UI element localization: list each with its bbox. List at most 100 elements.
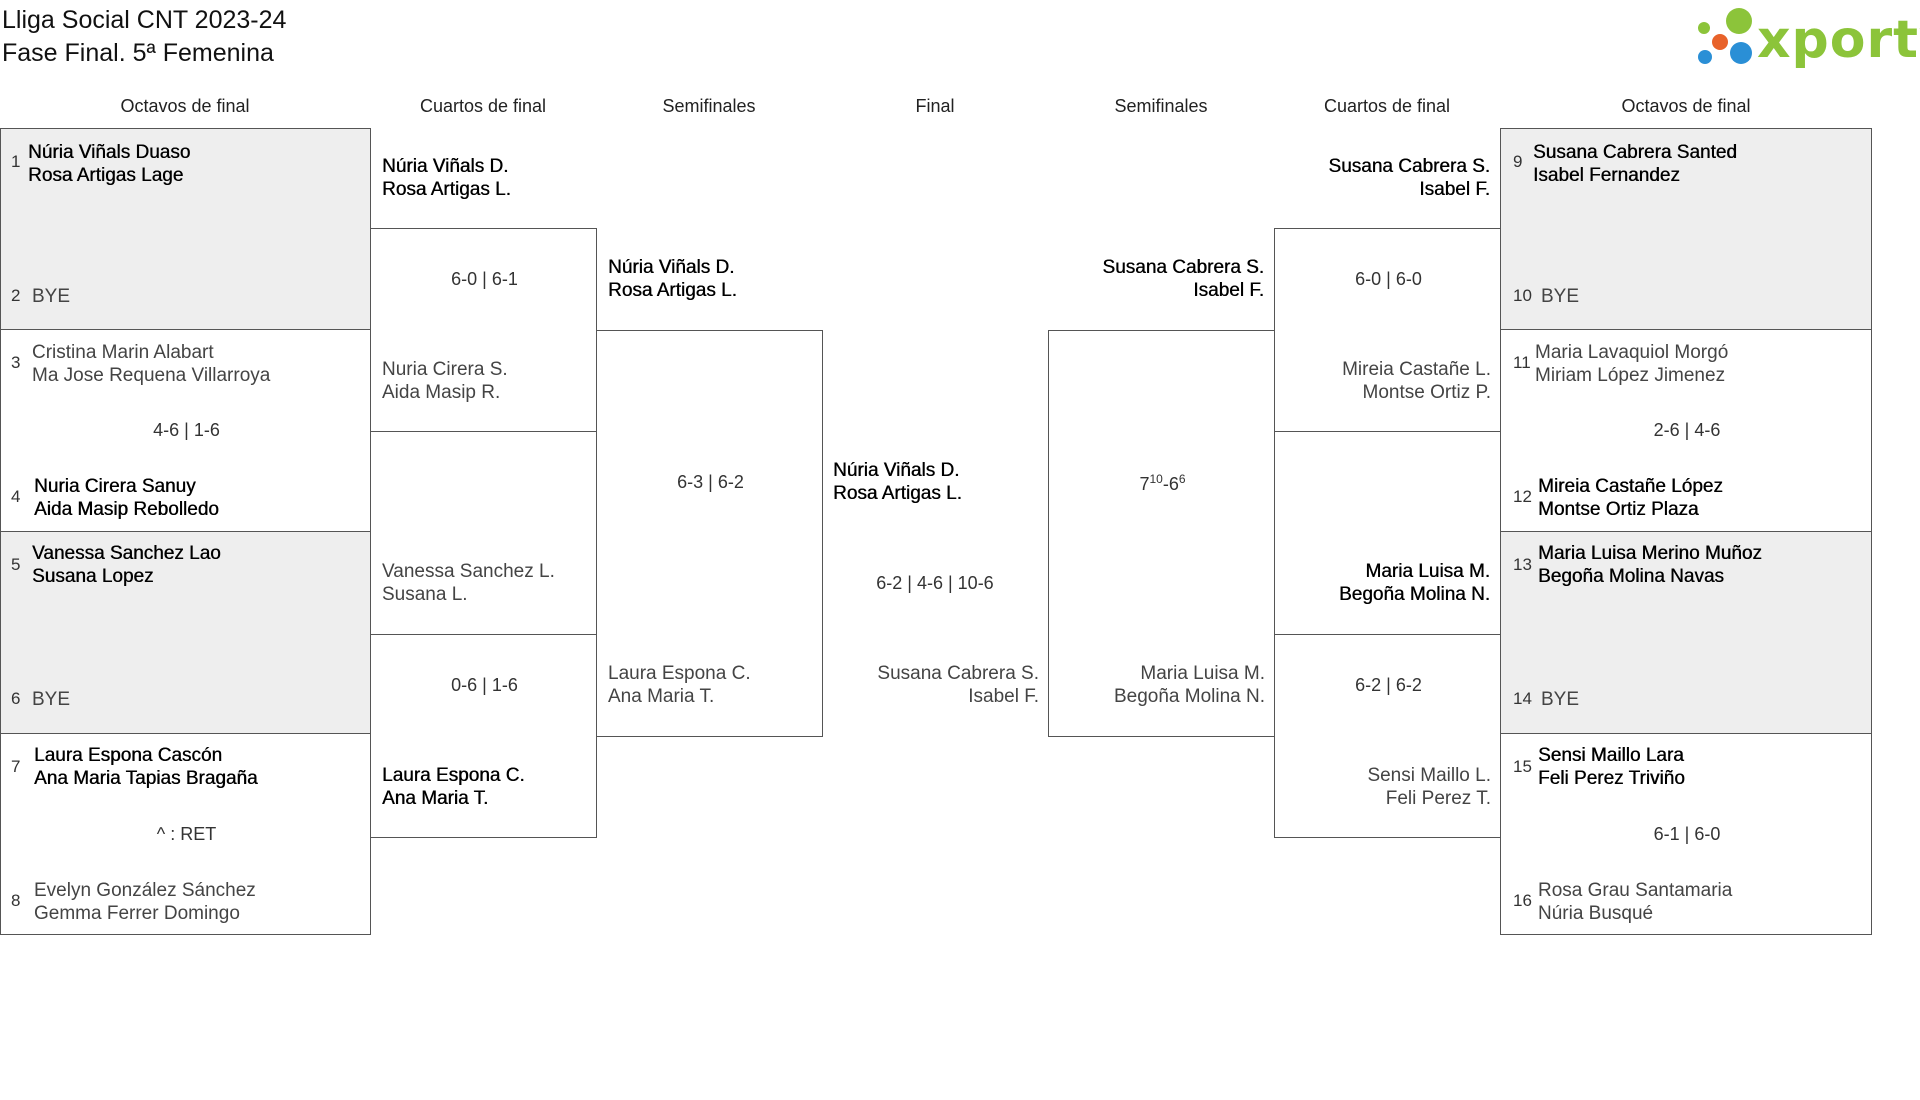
player-name: Nuria Cirera S. — [382, 359, 508, 380]
seed: 3 — [11, 353, 21, 372]
seed: 15 — [1513, 757, 1532, 776]
player-name: Susana L. — [382, 584, 468, 605]
player-name: Mireia Castañe L. — [1342, 359, 1491, 380]
seed: 7 — [11, 757, 21, 776]
player-name: Isabel F. — [968, 686, 1039, 707]
player-name: Gemma Ferrer Domingo — [34, 903, 240, 924]
header-sf-right: Semifinales — [1114, 96, 1208, 116]
player-name: Maria Luisa Merino Muñoz — [1538, 543, 1762, 564]
r16-left-match-4: 7 Laura Espona Cascón Ana Maria Tapias B… — [0, 733, 371, 935]
player-name: Rosa Grau Santamaria — [1538, 880, 1733, 901]
match-score: 6-1 | 6-0 — [1653, 824, 1721, 844]
qf-left-match-2: 0-6 | 1-6 Laura Espona C. Ana Maria T. — [370, 634, 597, 838]
match-score: 710-66 — [1049, 472, 1276, 495]
player-name: Feli Perez T. — [1385, 788, 1491, 809]
seed: 16 — [1513, 891, 1532, 910]
r16-right-match-3: 13 Maria Luisa Merino Muñoz Begoña Molin… — [1500, 531, 1872, 734]
qf-right-match-1: 6-0 | 6-0 Mireia Castañe L. Montse Ortiz… — [1274, 228, 1501, 432]
qf-left-match-1: 6-0 | 6-1 Nuria Cirera S. Aida Masip R. — [370, 228, 597, 432]
player-name: Ana Maria Tapias Bragaña — [34, 768, 258, 789]
player-name: Mireia Castañe López — [1538, 476, 1723, 497]
player-name: Isabel F. — [1193, 280, 1264, 301]
logo-dot-green-small — [1698, 22, 1710, 34]
seed: 10 — [1513, 286, 1532, 305]
seed: 5 — [11, 555, 21, 574]
player-name: Aida Masip R. — [382, 382, 501, 403]
bye-label: BYE — [1541, 286, 1580, 307]
player-name: Nuria Cirera Sanuy — [34, 476, 196, 497]
player-name: Maria Luisa M. — [1365, 561, 1490, 582]
seed: 6 — [11, 689, 21, 708]
header-qf-right: Cuartos de final — [1323, 96, 1451, 116]
header-r16-right: Octavos de final — [1621, 96, 1751, 116]
r16-left-match-2: 3 Cristina Marin Alabart Ma Jose Requena… — [0, 329, 371, 532]
bye-label: BYE — [32, 286, 71, 307]
player-name: Núria Viñals D. — [608, 257, 735, 278]
match-score: 2-6 | 4-6 — [1653, 420, 1721, 440]
player-name: Núria Viñals Duaso — [28, 142, 191, 163]
sf-left-match: 6-3 | 6-2 Laura Espona C. Ana Maria T. — [596, 330, 823, 737]
player-name: Rosa Artigas L. — [608, 280, 737, 301]
player-name: Feli Perez Triviño — [1538, 768, 1685, 789]
r16-right-match-2: 11 Maria Lavaquiol Morgó Miriam López Ji… — [1500, 329, 1872, 532]
r16-left-match-3: 5 Vanessa Sanchez Lao Susana Lopez 6 BYE — [0, 531, 371, 734]
bye-label: BYE — [1541, 689, 1580, 710]
tiebreak-score: 10 — [1149, 472, 1163, 486]
player-name: Laura Espona C. — [608, 663, 751, 684]
seed: 12 — [1513, 487, 1532, 506]
player-name: Isabel F. — [1419, 179, 1490, 200]
match-score: 6-2 | 6-2 — [1355, 675, 1422, 695]
score-base: -6 — [1162, 474, 1179, 494]
seed: 2 — [11, 286, 21, 305]
logo-dot-orange — [1712, 34, 1728, 50]
player-name: Sensi Maillo L. — [1367, 765, 1491, 786]
player-name: Vanessa Sanchez Lao — [32, 543, 221, 564]
seed: 9 — [1513, 152, 1523, 171]
seed: 8 — [11, 891, 21, 910]
player-name: Ana Maria T. — [382, 788, 489, 809]
match-score: ^ : RET — [156, 824, 217, 844]
player-name: Ana Maria T. — [608, 686, 715, 707]
player-name: Begoña Molina N. — [1338, 584, 1490, 605]
seed: 14 — [1513, 689, 1532, 708]
logo-dot-green — [1726, 8, 1752, 34]
match-score: 6-0 | 6-1 — [451, 269, 518, 289]
player-name: Maria Luisa M. — [1140, 663, 1265, 684]
page-title: Lliga Social CNT 2023-24 Fase Final. 5ª … — [2, 4, 286, 70]
player-name: Susana Cabrera S. — [877, 663, 1039, 684]
player-name: Núria Viñals D. — [382, 156, 509, 177]
player-name: Isabel Fernandez — [1533, 165, 1680, 186]
player-name: Sensi Maillo Lara — [1538, 745, 1684, 766]
seed: 11 — [1513, 353, 1531, 372]
player-name: Evelyn González Sánchez — [34, 880, 256, 901]
xporty-logo: xporty — [1690, 4, 1920, 74]
match-score: 0-6 | 1-6 — [451, 675, 518, 695]
header-final: Final — [915, 96, 955, 116]
player-name: Rosa Artigas L. — [833, 483, 962, 504]
score-base: 7 — [1139, 474, 1150, 494]
player-name: Laura Espona Cascón — [34, 745, 223, 766]
seed: 13 — [1513, 555, 1532, 574]
header-qf-left: Cuartos de final — [419, 96, 547, 116]
logo-text: xporty — [1757, 10, 1920, 70]
player-name: Montse Ortiz Plaza — [1538, 499, 1699, 520]
player-name: Aida Masip Rebolledo — [34, 499, 219, 520]
player-name: Vanessa Sanchez L. — [382, 561, 555, 582]
header-r16-left: Octavos de final — [120, 96, 250, 116]
final-score: 6-2 | 4-6 | 10-6 — [876, 573, 994, 593]
player-name: Begoña Molina Navas — [1538, 566, 1724, 587]
player-name: Rosa Artigas L. — [382, 179, 511, 200]
player-name: Núria Busqué — [1538, 903, 1654, 924]
player-name: Begoña Molina N. — [1113, 686, 1265, 707]
seed: 4 — [11, 487, 21, 506]
match-score: 4-6 | 1-6 — [153, 420, 220, 440]
player-name: Montse Ortiz P. — [1362, 382, 1491, 403]
player-name: Susana Cabrera Santed — [1533, 142, 1737, 163]
logo-dot-blue — [1730, 42, 1752, 64]
player-name: Núria Viñals D. — [833, 460, 960, 481]
player-name: Susana Lopez — [32, 566, 154, 587]
player-name: Rosa Artigas Lage — [28, 165, 184, 186]
header-sf-left: Semifinales — [662, 96, 756, 116]
player-name: Miriam López Jimenez — [1535, 365, 1726, 386]
title-line-1: Lliga Social CNT 2023-24 — [2, 6, 287, 34]
